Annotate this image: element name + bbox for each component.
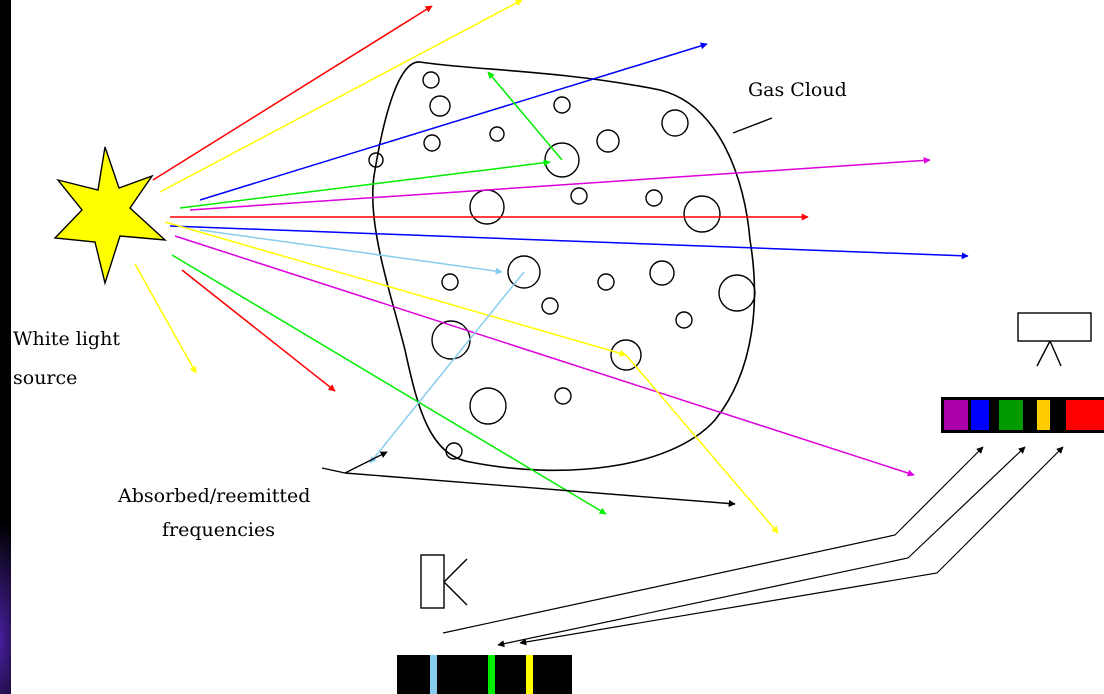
white-light-source-star bbox=[53, 146, 168, 286]
gas-particle bbox=[554, 387, 572, 405]
ray-yellow bbox=[134, 263, 197, 374]
gas-particle bbox=[661, 109, 689, 137]
ray-magenta bbox=[189, 156, 931, 211]
emission-band-purple bbox=[944, 400, 968, 430]
ray-red bbox=[152, 5, 433, 181]
ray-magenta bbox=[174, 235, 915, 477]
gas-particle bbox=[441, 273, 459, 291]
ray-green bbox=[171, 254, 607, 515]
gas-particle bbox=[507, 255, 541, 289]
gas-particle bbox=[489, 126, 505, 142]
gas-particle bbox=[718, 274, 756, 312]
gas-particle bbox=[541, 297, 559, 315]
gas-particle bbox=[597, 273, 615, 291]
ray-blue bbox=[169, 225, 969, 260]
observer-telescope-icon bbox=[420, 554, 468, 609]
gas-cloud-label: Gas Cloud bbox=[748, 79, 847, 101]
emission-band-blue bbox=[971, 400, 989, 430]
gas-particle bbox=[645, 189, 663, 207]
telescope-icon bbox=[1017, 312, 1092, 367]
gas-particle bbox=[423, 134, 441, 152]
absorbed-pointer-arrows bbox=[344, 451, 736, 507]
ray-yellow-reemitted bbox=[625, 354, 779, 534]
ray-light-blue bbox=[199, 229, 503, 275]
gas-particle bbox=[445, 442, 463, 460]
ray-yellow bbox=[159, 0, 523, 193]
emission-band-red bbox=[1066, 400, 1104, 430]
ray-green bbox=[179, 159, 551, 209]
gas-particle bbox=[431, 320, 471, 360]
ray-blue bbox=[199, 42, 708, 201]
white-light-label-line2: source bbox=[13, 367, 78, 389]
gas-particle bbox=[422, 71, 440, 89]
gas-particle bbox=[429, 95, 451, 117]
absorption-line-yellow bbox=[526, 655, 533, 694]
gas-particles bbox=[368, 71, 756, 460]
ray-red bbox=[181, 269, 336, 392]
spectrograph-light-paths bbox=[442, 446, 1064, 648]
ray-light-blue-reemitted bbox=[369, 271, 525, 464]
gas-particle bbox=[675, 311, 693, 329]
gas-particle bbox=[469, 387, 507, 425]
gas-particle bbox=[570, 187, 588, 205]
gas-particle bbox=[683, 195, 721, 233]
absorption-line-green bbox=[488, 655, 495, 694]
gas-particle bbox=[368, 152, 384, 168]
white-light-label-line1: White light bbox=[13, 328, 120, 350]
absorption-line-light-blue bbox=[430, 655, 437, 694]
gas-particle bbox=[553, 96, 571, 114]
gas-cloud-pointer bbox=[732, 117, 773, 134]
absorption-spectrum bbox=[397, 655, 572, 694]
ray-yellow bbox=[164, 221, 627, 357]
gas-particle bbox=[649, 260, 675, 286]
gas-particle bbox=[610, 339, 642, 371]
gas-particle bbox=[469, 189, 505, 225]
emission-band-dark-green bbox=[999, 400, 1023, 430]
emission-spectrum bbox=[941, 397, 1104, 433]
gas-particle bbox=[596, 129, 620, 153]
absorbed-label-line2: frequencies bbox=[162, 519, 275, 541]
ray-green-reemitted bbox=[487, 71, 563, 161]
absorbed-label-line1: Absorbed/reemitted bbox=[118, 485, 311, 507]
emission-band-gold bbox=[1037, 400, 1050, 430]
